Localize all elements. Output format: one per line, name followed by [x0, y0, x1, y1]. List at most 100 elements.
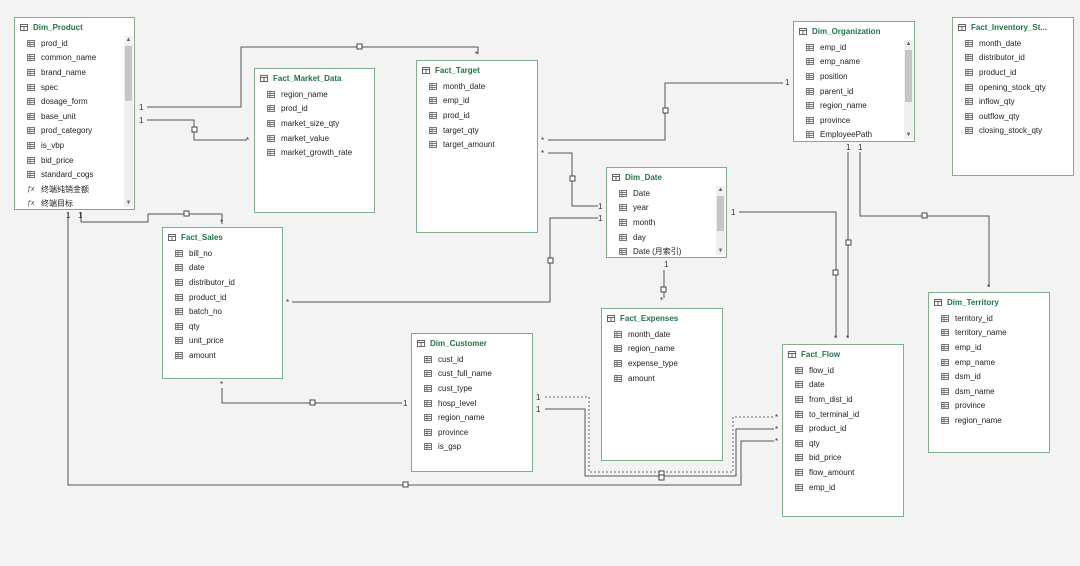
field-row[interactable]: market_value — [255, 131, 374, 146]
field-row[interactable]: spec — [15, 80, 134, 95]
field-row[interactable]: region_name — [412, 410, 532, 425]
field-row[interactable]: product_id — [163, 290, 282, 305]
field-row[interactable]: bid_price — [15, 153, 134, 168]
field-row[interactable]: flow_id — [783, 363, 903, 378]
field-row[interactable]: bill_no — [163, 246, 282, 261]
field-row[interactable]: province — [794, 113, 914, 128]
field-row[interactable]: dsm_id — [929, 369, 1049, 384]
field-row[interactable]: parent_id — [794, 84, 914, 99]
vertical-scrollbar[interactable]: ▲ ▼ — [904, 40, 913, 139]
vertical-scrollbar[interactable]: ▲ ▼ — [716, 186, 725, 255]
field-row[interactable]: prod_id — [417, 108, 537, 123]
field-row[interactable]: from_dist_id — [783, 392, 903, 407]
field-row[interactable]: amount — [602, 371, 722, 386]
field-row[interactable]: prod_id — [15, 36, 134, 51]
field-row[interactable]: base_unit — [15, 109, 134, 124]
field-row[interactable]: date — [163, 261, 282, 276]
field-row[interactable]: month_date — [417, 79, 537, 94]
field-row[interactable]: cust_id — [412, 352, 532, 367]
field-row[interactable]: cust_full_name — [412, 367, 532, 382]
field-row[interactable]: EmployeePath — [794, 128, 914, 141]
field-row[interactable]: emp_id — [929, 340, 1049, 355]
field-row[interactable]: market_size_qty — [255, 116, 374, 131]
field-row[interactable]: region_name — [794, 98, 914, 113]
field-row[interactable]: dsm_name — [929, 384, 1049, 399]
field-row[interactable]: prod_category — [15, 124, 134, 139]
field-row[interactable]: product_id — [783, 421, 903, 436]
field-row[interactable]: emp_name — [794, 55, 914, 70]
field-row[interactable]: outflow_qty — [953, 109, 1073, 124]
field-row[interactable]: territory_name — [929, 326, 1049, 341]
table-header[interactable]: Dim_Date — [607, 168, 726, 186]
table-header[interactable]: Dim_Customer — [412, 334, 532, 352]
field-row[interactable]: prod_id — [255, 102, 374, 117]
field-row[interactable]: date — [783, 378, 903, 393]
field-row[interactable]: to_terminal_id — [783, 407, 903, 422]
field-row[interactable]: region_name — [929, 413, 1049, 428]
field-row[interactable]: month — [607, 215, 726, 230]
field-row[interactable]: target_amount — [417, 137, 537, 152]
field-row[interactable]: is_vbp — [15, 138, 134, 153]
table-header[interactable]: Dim_Territory — [929, 293, 1049, 311]
field-row[interactable]: opening_stock_qty — [953, 80, 1073, 95]
field-row[interactable]: position — [794, 69, 914, 84]
field-row[interactable]: dosage_form — [15, 94, 134, 109]
table-header[interactable]: Fact_Market_Data — [255, 69, 374, 87]
field-row[interactable]: standard_cogs — [15, 167, 134, 182]
field-row[interactable]: target_qty — [417, 123, 537, 138]
field-row[interactable]: distributor_id — [953, 51, 1073, 66]
field-row[interactable]: day — [607, 230, 726, 245]
field-row[interactable]: territory_id — [929, 311, 1049, 326]
field-row[interactable]: market_growth_rate — [255, 145, 374, 160]
field-row[interactable]: province — [412, 425, 532, 440]
table-header[interactable]: Dim_Product — [15, 18, 134, 36]
field-row[interactable]: qty — [783, 436, 903, 451]
vertical-scrollbar[interactable]: ▲ ▼ — [124, 36, 133, 207]
field-row[interactable]: flow_amount — [783, 465, 903, 480]
field-row[interactable]: month_date — [953, 36, 1073, 51]
table-header[interactable]: Fact_Target — [417, 61, 537, 79]
table-header[interactable]: Fact_Inventory_St... — [953, 18, 1073, 36]
field-row[interactable]: province — [929, 399, 1049, 414]
field-row[interactable]: unit_price — [163, 334, 282, 349]
table-header[interactable]: Fact_Expenses — [602, 309, 722, 327]
table-header[interactable]: Fact_Sales — [163, 228, 282, 246]
table-header[interactable]: Fact_Flow — [783, 345, 903, 363]
field-row[interactable]: bid_price — [783, 451, 903, 466]
field-row[interactable]: emp_name — [929, 355, 1049, 370]
field-row[interactable]: Date (月索引) — [607, 244, 726, 257]
field-row[interactable]: month_date — [602, 327, 722, 342]
field-row[interactable]: batch_no — [163, 304, 282, 319]
field-row[interactable]: closing_stock_qty — [953, 124, 1073, 139]
field-row[interactable]: emp_id — [794, 40, 914, 55]
field-row[interactable]: common_name — [15, 51, 134, 66]
field-row[interactable]: Date — [607, 186, 726, 201]
field-row[interactable]: brand_name — [15, 65, 134, 80]
field-row[interactable]: expense_type — [602, 356, 722, 371]
field-row[interactable]: year — [607, 201, 726, 216]
field-row[interactable]: emp_id — [783, 480, 903, 495]
field-row[interactable]: qty — [163, 319, 282, 334]
field-row[interactable]: cust_type — [412, 381, 532, 396]
field-row[interactable]: product_id — [953, 65, 1073, 80]
table-header[interactable]: Dim_Organization — [794, 22, 914, 40]
field-row[interactable]: region_name — [602, 342, 722, 357]
field-row[interactable]: region_name — [255, 87, 374, 102]
field-row[interactable]: emp_id — [417, 94, 537, 109]
field-row[interactable]: hosp_level — [412, 396, 532, 411]
field-row[interactable]: distributor_id — [163, 275, 282, 290]
field-row[interactable]: amount — [163, 348, 282, 363]
